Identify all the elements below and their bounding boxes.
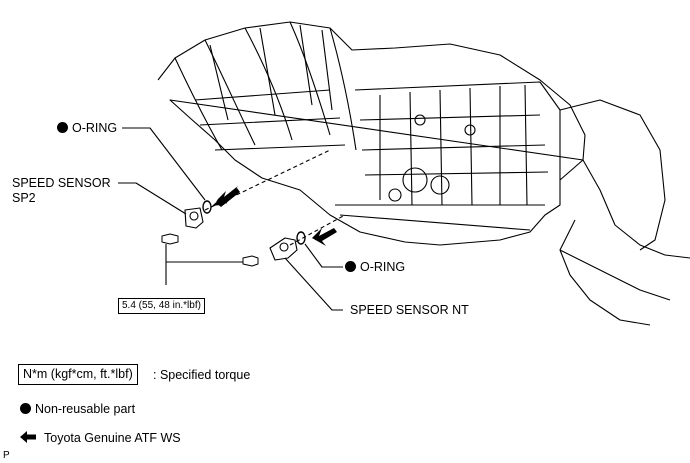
callout-oring-lower: O-RING xyxy=(345,260,405,275)
bell-housing-ring xyxy=(174,57,223,151)
legend-atf: Toyota Genuine ATF WS xyxy=(20,431,181,446)
legend-torque-unit-box: N*m (kgf*cm, ft.*lbf) xyxy=(18,364,138,385)
leader-torque xyxy=(165,244,243,285)
legend-torque-desc: : Specified torque xyxy=(153,368,251,382)
callout-speed-sensor-sp2: SPEED SENSOR SP2 xyxy=(12,176,111,205)
filled-circle-icon xyxy=(20,403,31,414)
bell-housing-ring xyxy=(329,27,357,151)
extension-housing xyxy=(559,99,671,326)
valve-body-detail xyxy=(379,84,528,206)
oring-upper xyxy=(202,200,212,214)
filled-circle-icon xyxy=(57,122,68,133)
speed-sensor-nt xyxy=(269,237,298,261)
case-rib xyxy=(209,24,333,121)
bell-housing-ring xyxy=(289,21,331,136)
atf-arrow-upper xyxy=(216,186,238,204)
bolt-sp2 xyxy=(161,233,179,245)
speed-sensor-sp2-hole xyxy=(189,211,199,221)
oring-lower xyxy=(296,231,306,245)
case-rib xyxy=(194,89,346,151)
leader-sp2 xyxy=(118,182,187,215)
legend-non-reusable: Non-reusable part xyxy=(20,402,135,417)
valve-detail xyxy=(402,167,428,193)
speed-sensor-nt-hole xyxy=(279,242,289,252)
leader-oring-upper xyxy=(122,127,206,201)
callout-oring-upper: O-RING xyxy=(57,121,117,136)
valve-body xyxy=(335,81,561,231)
bolt-nt xyxy=(242,255,259,267)
atf-arrow-upper xyxy=(212,188,240,207)
bolt-detail xyxy=(414,114,426,126)
valve-detail xyxy=(388,188,402,202)
bell-housing-ring xyxy=(204,39,256,146)
left-arrow-icon xyxy=(20,431,36,443)
leader-oring-lower xyxy=(304,243,343,268)
filled-circle-icon xyxy=(345,261,356,272)
torque-value-box: 5.4 (55, 48 in.*lbf) xyxy=(118,298,205,314)
atf-arrow-lower xyxy=(312,228,337,246)
alignment-line xyxy=(289,214,346,246)
footer-code: P xyxy=(3,450,10,461)
transmission-outline xyxy=(157,21,690,259)
bell-housing-ring xyxy=(244,27,293,141)
speed-sensor-sp2 xyxy=(184,207,204,229)
bolt-detail xyxy=(464,124,476,136)
valve-detail xyxy=(430,175,450,195)
callout-speed-sensor-nt: SPEED SENSOR NT xyxy=(350,303,469,317)
leader-nt xyxy=(284,257,343,311)
